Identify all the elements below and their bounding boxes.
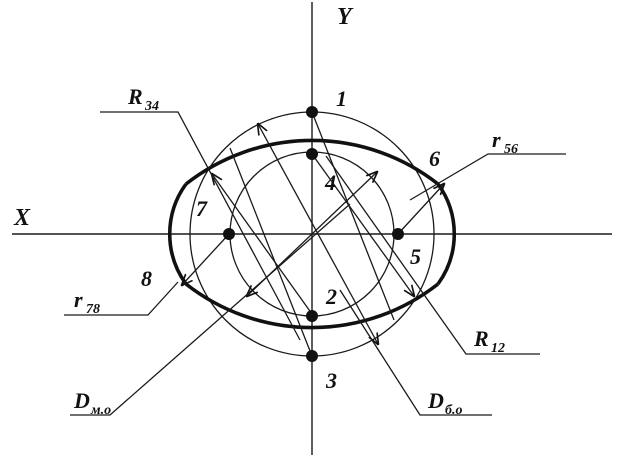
svg-text:б.о: б.о [445, 403, 463, 418]
point-2-label: 2 [325, 284, 337, 309]
dbo-callout-label: D б.о [427, 388, 463, 418]
svg-text:R: R [127, 84, 143, 109]
r12-leader [325, 155, 540, 355]
r78-callout-label: r 78 [74, 287, 100, 317]
point-7-center-marker [223, 228, 235, 240]
r56-leader [409, 153, 566, 201]
r78-dimension-arrow [182, 233, 230, 285]
point-5-label: 5 [410, 244, 421, 269]
svg-text:r: r [74, 287, 83, 312]
r34-leader [100, 111, 301, 341]
r56-callout-label: r 56 [492, 127, 518, 157]
point-6-label: 6 [429, 146, 440, 171]
svg-text:R: R [473, 326, 489, 351]
point-1-marker [306, 106, 318, 118]
svg-text:78: 78 [86, 302, 100, 317]
r34-callout-label: R 34 [127, 84, 159, 114]
r78-leader [64, 281, 179, 316]
point-1-label: 1 [336, 86, 347, 111]
oval-arc-left [167, 182, 188, 286]
svg-text:56: 56 [504, 142, 518, 157]
point-3-label: 3 [325, 368, 337, 393]
point-5-center-marker [392, 228, 404, 240]
svg-text:34: 34 [144, 99, 159, 114]
point-4-label: 4 [324, 170, 336, 195]
svg-text:D: D [427, 388, 444, 413]
point-4-marker [306, 148, 318, 160]
point-8-label: 8 [141, 266, 152, 291]
point-7-label: 7 [196, 196, 208, 221]
r56-dimension-arrow [397, 184, 444, 235]
dbo-leader [339, 289, 492, 416]
large-diameter-arrow [258, 124, 378, 344]
x-axis-label: X [13, 205, 31, 231]
svg-text:м.о: м.о [90, 403, 111, 418]
point-2-marker [306, 310, 318, 322]
dmo-leader [70, 203, 351, 416]
point-3-marker [306, 350, 318, 362]
svg-text:D: D [73, 388, 90, 413]
svg-text:12: 12 [491, 341, 505, 356]
y-axis-label: Y [337, 4, 354, 30]
dmo-callout-label: D м.о [73, 388, 111, 418]
r12-callout-label: R 12 [473, 326, 505, 356]
svg-text:r: r [492, 127, 501, 152]
